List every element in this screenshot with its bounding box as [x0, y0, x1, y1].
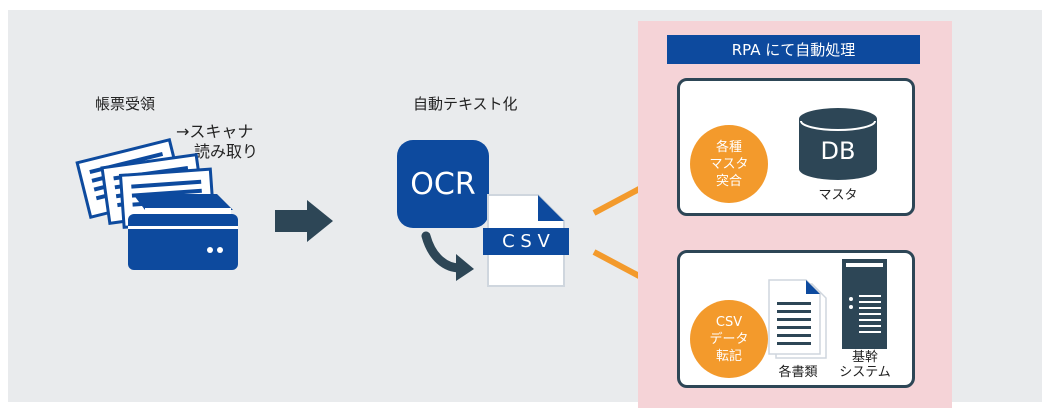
master-label: マスタ — [818, 188, 858, 203]
curved-arrow-icon — [421, 231, 474, 281]
scanner-icon — [128, 194, 238, 270]
master-match-circle: 各種 マスタ 突合 — [690, 125, 768, 203]
docs-label: 各書類 — [778, 365, 818, 380]
core-system-label: 基幹 システム — [839, 350, 891, 380]
receive-label: 帳票受領 — [95, 95, 156, 113]
database-icon — [799, 108, 877, 180]
documents-icon — [768, 279, 827, 359]
arrow-right-icon — [275, 200, 333, 242]
scan-label-line1: →スキャナ — [176, 122, 254, 141]
rpa-title: RPA にて自動処理 — [667, 35, 920, 64]
auto-text-label: 自動テキスト化 — [413, 95, 518, 113]
csv-label: C S V — [483, 228, 569, 255]
ocr-icon: OCR — [397, 140, 489, 228]
scan-label-line2: 読み取り — [194, 142, 259, 161]
csv-transfer-circle: CSV データ 転記 — [690, 300, 768, 378]
server-icon — [842, 259, 887, 349]
db-label: DB — [820, 137, 856, 165]
